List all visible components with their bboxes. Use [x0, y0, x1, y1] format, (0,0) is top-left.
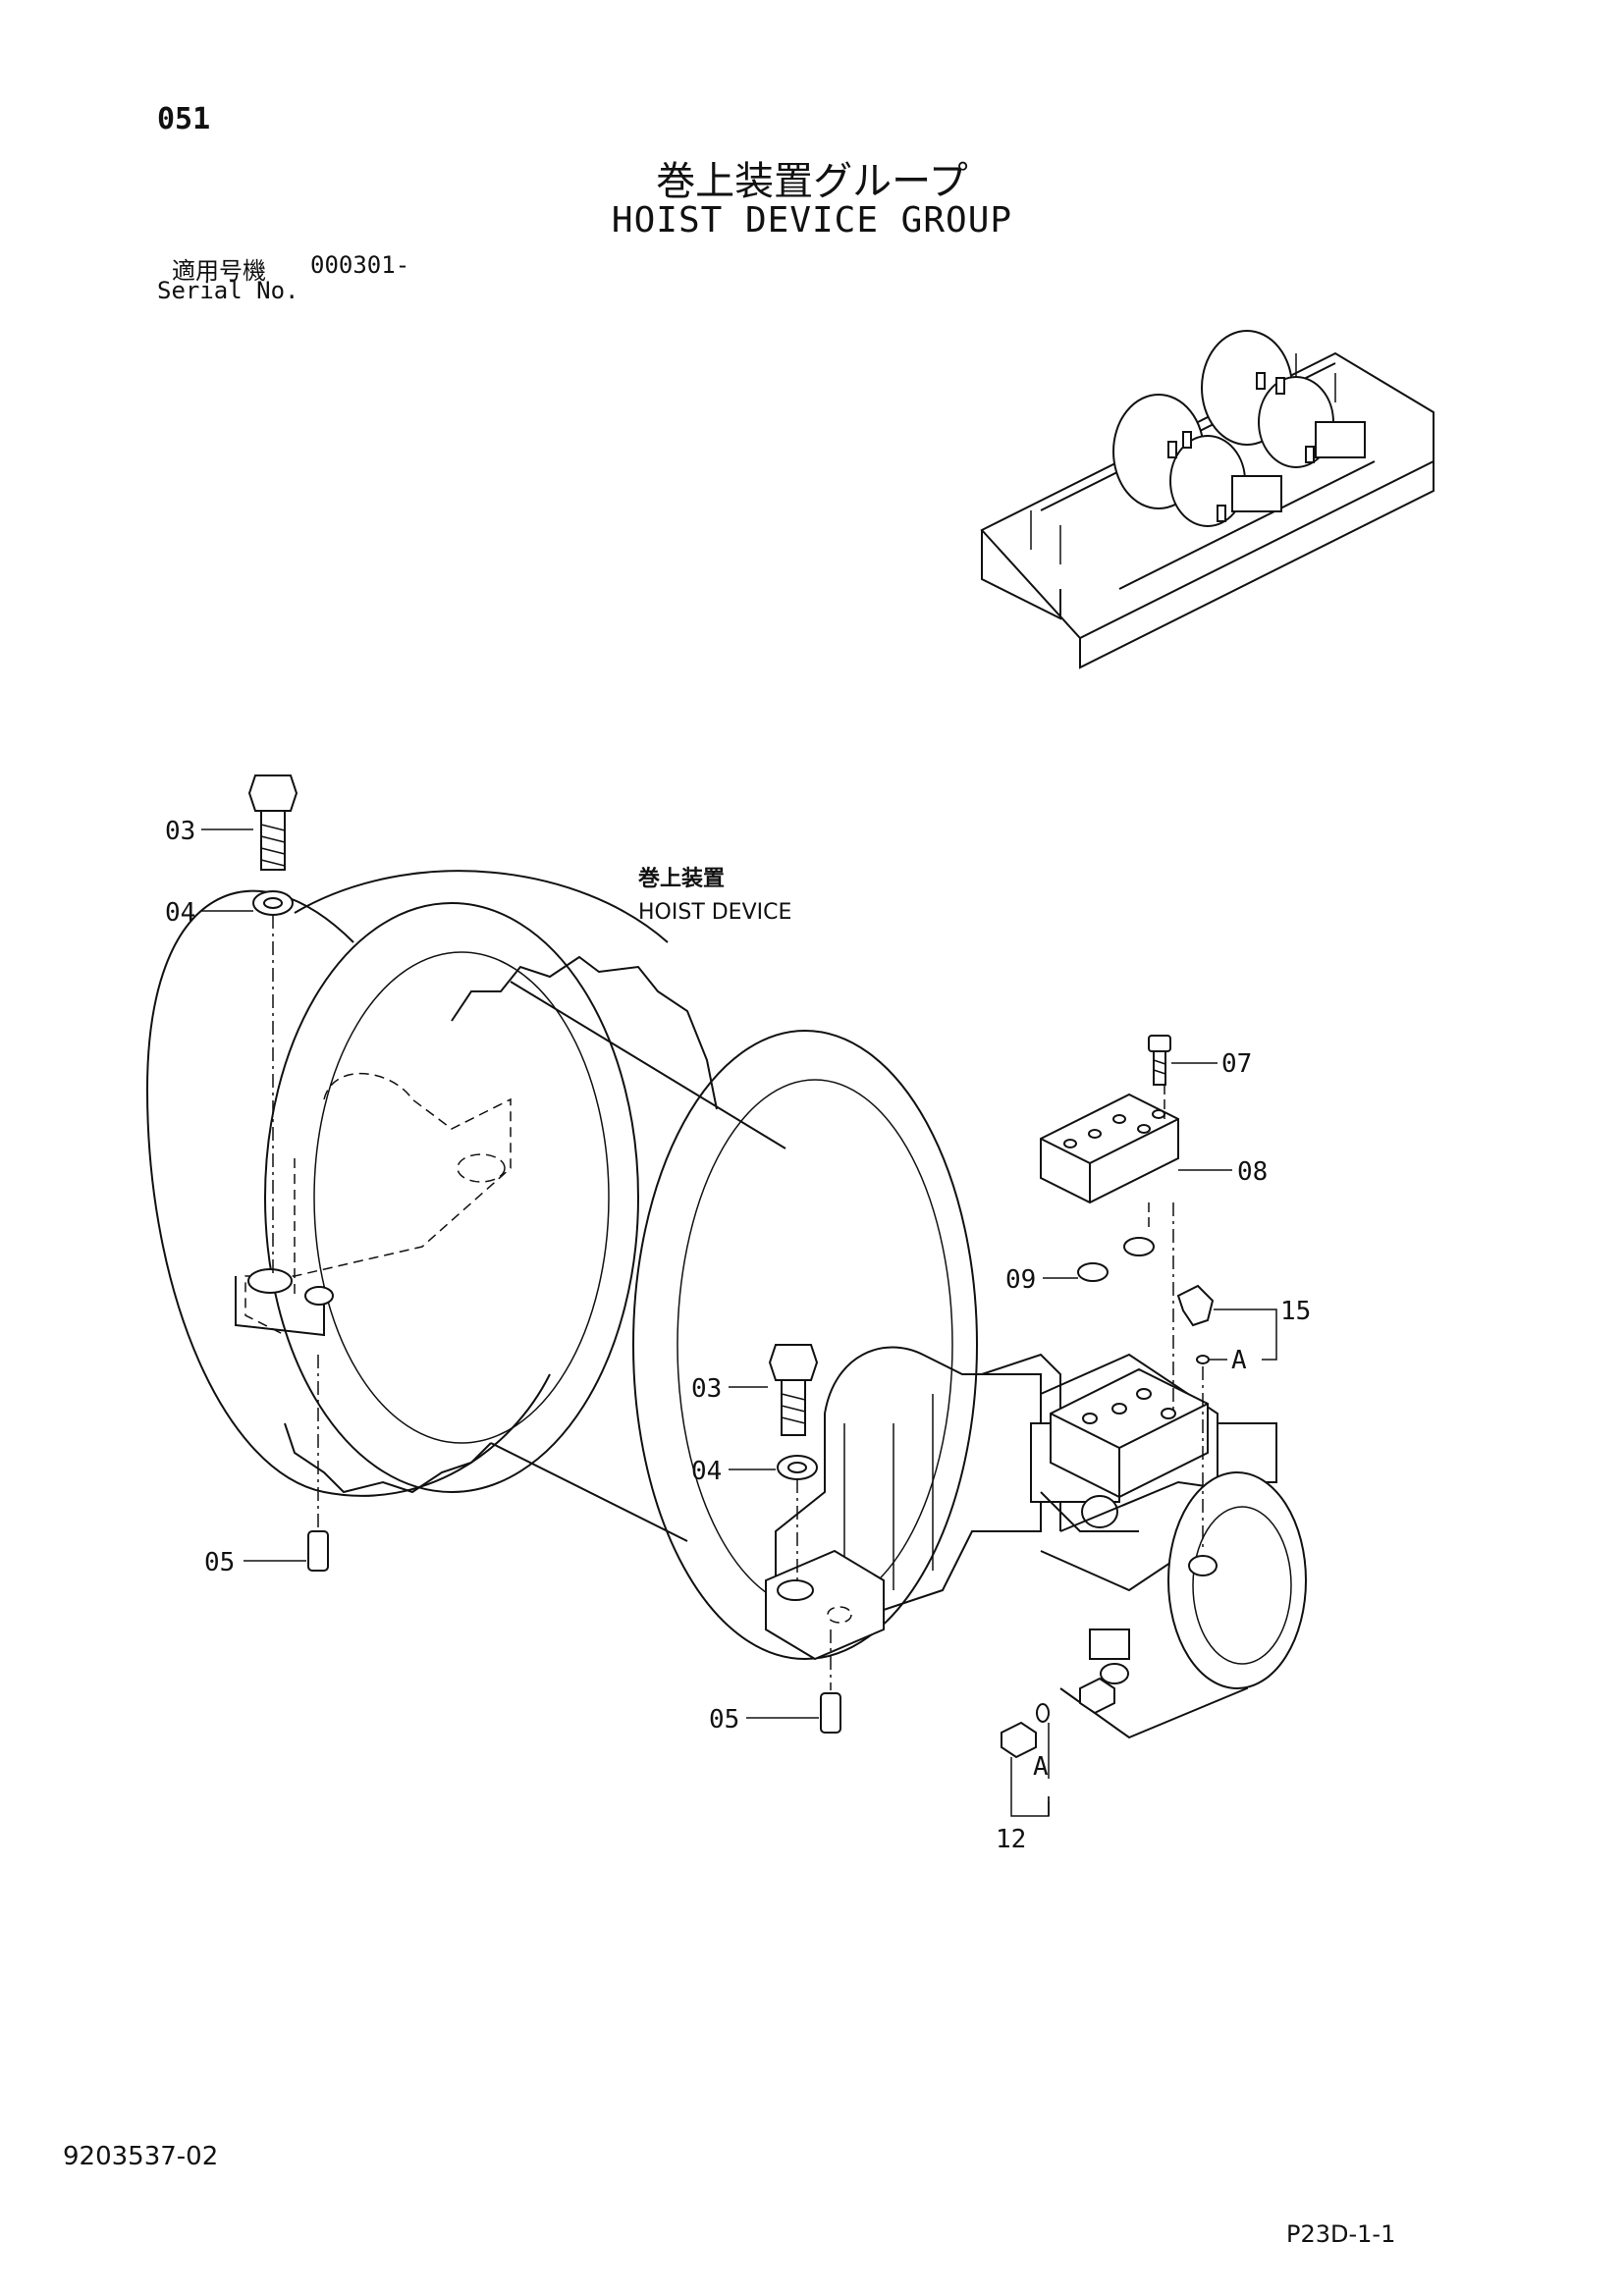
callout-08: 08 — [1237, 1157, 1268, 1187]
title-japanese: 巻上装置グループ — [656, 159, 968, 204]
callout-a-low: A — [1033, 1752, 1049, 1782]
callout-15: 15 — [1280, 1297, 1311, 1326]
title-english: HOIST DEVICE GROUP — [611, 200, 1013, 240]
serial-label-english: Serial No. — [157, 277, 299, 304]
callout-05-left: 05 — [204, 1548, 235, 1577]
hoist-device-label-japanese: 巻上装置 — [638, 866, 725, 891]
callout-04-left: 04 — [165, 898, 195, 928]
document-number: 9203537-02 — [63, 2142, 219, 2171]
part-09-o-rings — [1077, 1237, 1155, 1282]
page-reference: P23D-1-1 — [1286, 2220, 1396, 2248]
part-03-bolt-left — [247, 774, 298, 871]
serial-value: 000301- — [310, 251, 410, 279]
callout-12: 12 — [996, 1825, 1026, 1854]
callout-03-left: 03 — [165, 817, 195, 846]
part-07-bolt — [1148, 1035, 1171, 1086]
serial-label-japanese: 適用号機 — [172, 257, 266, 285]
part-08-valve-block — [1040, 1093, 1179, 1204]
thumbnail-bolts — [1167, 372, 1315, 522]
part-04-washer-left — [252, 890, 294, 916]
part-12-fitting — [1001, 1677, 1115, 1759]
part-05-pin-left — [307, 1530, 329, 1572]
valve-ports — [1082, 1388, 1176, 1424]
part-03-bolt-mid — [768, 1344, 819, 1436]
part-05-pin-mid — [820, 1692, 841, 1734]
callout-09: 09 — [1005, 1265, 1036, 1295]
callout-03-mid: 03 — [691, 1374, 722, 1404]
callout-04-mid: 04 — [691, 1457, 722, 1486]
page-number: 051 — [157, 102, 211, 136]
hoist-motor-unit — [765, 1346, 1307, 1739]
callout-labels: 03 04 05 07 08 09 15 A 03 04 05 A 12 — [165, 817, 1311, 1854]
overview-thumbnail — [980, 330, 1435, 669]
hoist-device-label-english: HOIST DEVICE — [638, 900, 791, 925]
leader-lines — [201, 828, 1277, 1817]
hoist-device-drum — [145, 870, 978, 1660]
part-15-elbow-fitting — [1176, 1284, 1215, 1364]
callout-07: 07 — [1221, 1049, 1252, 1079]
callout-a-right: A — [1231, 1346, 1247, 1375]
part-04-washer-mid — [777, 1455, 818, 1480]
callout-05-mid: 05 — [709, 1705, 739, 1735]
